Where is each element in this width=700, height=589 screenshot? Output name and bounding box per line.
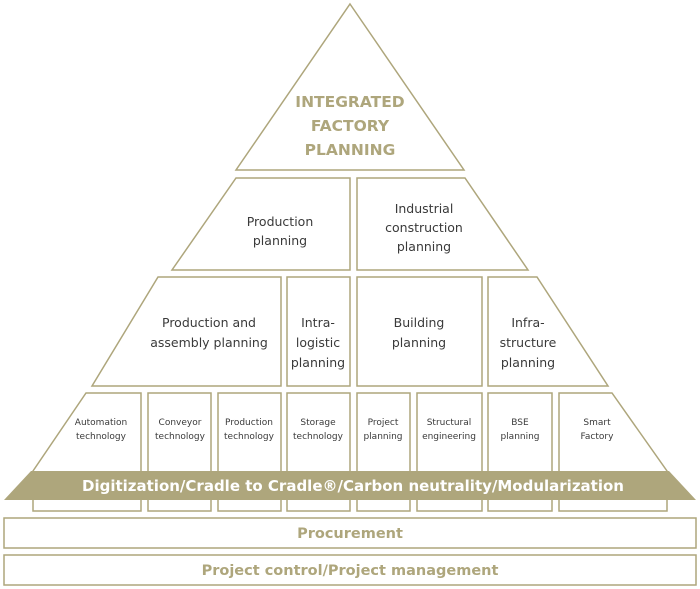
intra-logistic-planning-box <box>286 276 351 387</box>
production-technology-line-1: Production <box>225 418 273 428</box>
production-technology-line-2: technology <box>224 432 275 442</box>
smart-factory-line-1: Smart <box>583 418 611 428</box>
storage-line-1: Storage <box>300 418 336 428</box>
top-title-line-3: PLANNING <box>305 141 396 159</box>
production-technology-box <box>217 392 282 512</box>
intra-logistic-line-3: planning <box>291 355 345 370</box>
conveyor-technology-box <box>147 392 212 512</box>
bse-line-2: planning <box>500 432 539 442</box>
production-planning-line-2: planning <box>253 233 307 248</box>
project-planning-line-1: Project <box>368 418 399 428</box>
industrial-construction-planning-box <box>356 177 530 271</box>
production-assembly-planning-box <box>90 276 282 387</box>
production-planning-line-1: Production <box>247 214 314 229</box>
infrastructure-line-2: structure <box>500 335 557 350</box>
infrastructure-planning-box <box>487 276 610 387</box>
automation-technology-box <box>32 392 142 512</box>
top-title-line-2: FACTORY <box>311 117 390 135</box>
bse-line-1: BSE <box>511 418 529 428</box>
conveyor-line-1: Conveyor <box>159 418 202 428</box>
industrial-construction-line-2: construction <box>385 220 463 235</box>
infrastructure-line-1: Infra- <box>511 315 544 330</box>
intra-logistic-line-1: Intra- <box>301 315 335 330</box>
top-title-line-1: INTEGRATED <box>295 93 405 111</box>
production-assembly-line-1: Production and <box>162 315 256 330</box>
production-planning-box <box>170 177 351 271</box>
project-planning-box <box>356 392 411 512</box>
infrastructure-line-3: planning <box>501 355 555 370</box>
structural-engineering-box <box>416 392 483 512</box>
production-assembly-line-2: assembly planning <box>150 335 268 350</box>
conveyor-line-2: technology <box>155 432 206 442</box>
project-control-label: Project control/Project management <box>202 563 499 579</box>
building-planning-line-1: Building <box>394 315 445 330</box>
procurement-label: Procurement <box>297 526 403 542</box>
project-control-bar <box>3 554 697 586</box>
structural-line-1: Structural <box>427 418 472 428</box>
intra-logistic-line-2: logistic <box>296 335 340 350</box>
structural-line-2: engineering <box>422 432 476 442</box>
building-planning-line-2: planning <box>392 335 446 350</box>
procurement-bar <box>3 517 697 549</box>
bse-planning-box <box>487 392 553 512</box>
storage-line-2: technology <box>293 432 344 442</box>
project-planning-line-2: planning <box>363 432 402 442</box>
storage-technology-box <box>286 392 351 512</box>
digitization-band <box>4 471 696 500</box>
building-planning-box <box>356 276 483 387</box>
automation-line-2: technology <box>76 432 127 442</box>
top-triangle <box>234 2 466 171</box>
smart-factory-line-2: Factory <box>581 432 615 442</box>
industrial-construction-line-3: planning <box>397 239 451 254</box>
automation-line-1: Automation <box>75 418 127 428</box>
digitization-band-label: Digitization/Cradle to Cradle®/Carbon ne… <box>82 477 624 495</box>
industrial-construction-line-1: Industrial <box>395 201 454 216</box>
